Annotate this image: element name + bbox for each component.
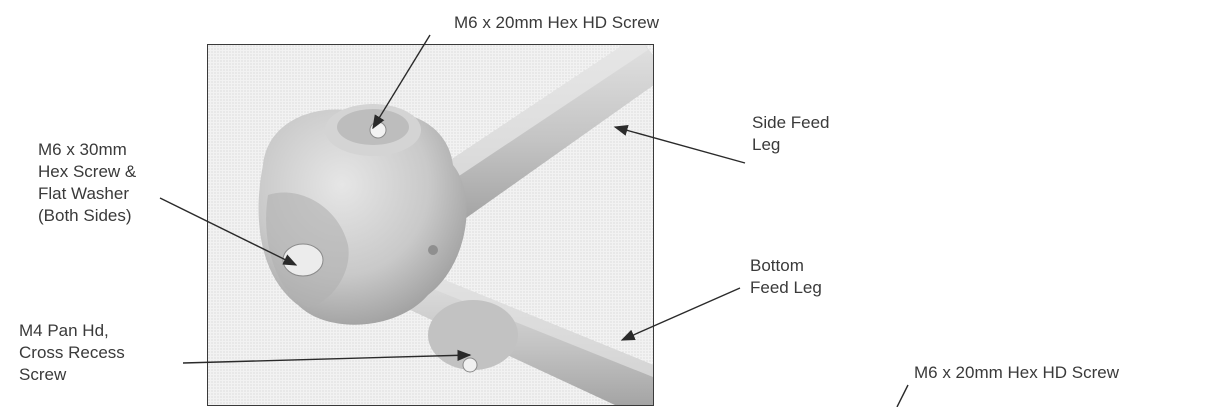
lower-right-screw-leader [896, 384, 909, 407]
bottom-feed-leg-label-line: Feed Leg [750, 278, 822, 297]
pan-screw-label-line: Screw [19, 365, 67, 384]
pan-screw-label-line: Cross Recess [19, 343, 125, 362]
side-screw-label: M6 x 30mm Hex Screw & Flat Washer (Both … [38, 139, 136, 227]
bottom-leg-collar [428, 300, 518, 370]
hub-assembly-illustration [208, 45, 653, 405]
side-screw-label-line: M6 x 30mm [38, 140, 127, 159]
side-feed-leg-arrow [613, 124, 746, 164]
top-screw-arrow [372, 34, 431, 130]
lower-right-screw-label: M6 x 20mm Hex HD Screw [914, 363, 1119, 382]
side-feed-leg-label: Side Feed Leg [752, 112, 830, 156]
bottom-feed-leg-arrow [620, 287, 741, 341]
pan-screw-label: M4 Pan Hd, Cross Recess Screw [19, 320, 125, 386]
bottom-feed-leg-label-line: Bottom [750, 256, 804, 275]
side-screw-label-line: (Both Sides) [38, 206, 132, 225]
side-feed-leg-label-line: Leg [752, 135, 781, 154]
top-screw-label: M6 x 20mm Hex HD Screw [454, 13, 659, 32]
bottom-feed-leg-label: Bottom Feed Leg [750, 255, 822, 299]
side-screw-label-line: Hex Screw & [38, 162, 137, 181]
pan-screw-arrow [182, 349, 472, 364]
side-feed-leg-label-line: Side Feed [752, 113, 830, 132]
side-screw-label-line: Flat Washer [38, 184, 130, 203]
side-screw-arrow [159, 197, 298, 266]
pan-screw-label-line: M4 Pan Hd, [19, 321, 109, 340]
assembly-photo [207, 44, 654, 406]
hub-bolt-hole [428, 245, 438, 255]
